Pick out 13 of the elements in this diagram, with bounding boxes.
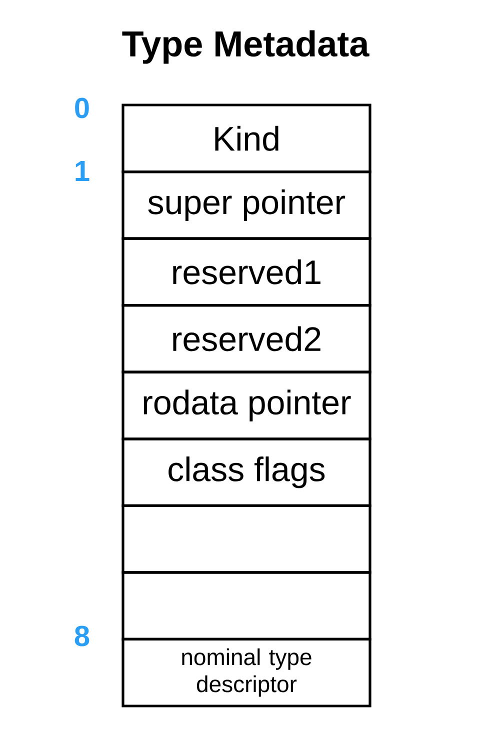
offset-label: 0 xyxy=(75,98,89,118)
memory-cell: Kind xyxy=(122,104,372,174)
empty-cell xyxy=(122,504,372,574)
memory-cell: rodata pointer xyxy=(122,370,372,440)
empty-cell xyxy=(122,571,372,640)
memory-cell: super pointer xyxy=(122,170,372,240)
memory-cell: class flags xyxy=(122,438,372,507)
memory-cell: reserved1 xyxy=(122,237,372,307)
offset-label: 1 xyxy=(76,161,90,181)
offset-label: 8 xyxy=(74,626,90,646)
title: Type Metadata xyxy=(122,30,370,64)
memory-cell: reserved2 xyxy=(122,304,372,374)
memory-cell: nominal type descriptor xyxy=(122,638,372,708)
